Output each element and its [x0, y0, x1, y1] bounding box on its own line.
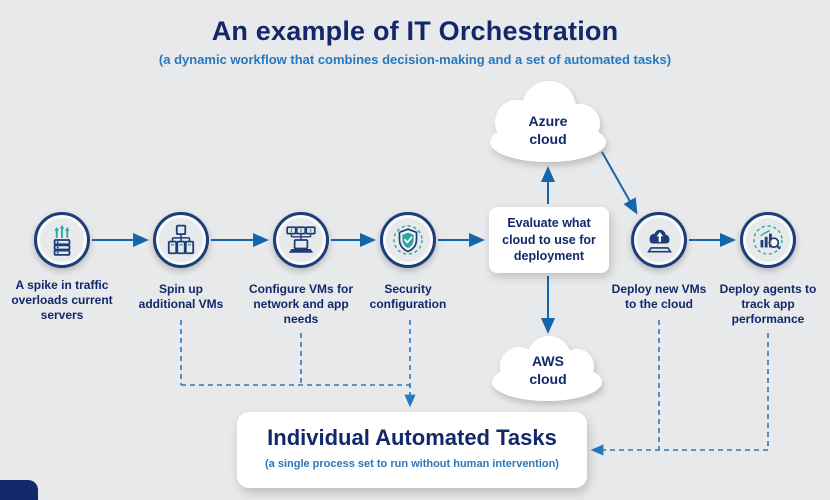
- agent-tracking-icon: [753, 225, 783, 255]
- azure-cloud-shape: [490, 81, 606, 162]
- step-label-spin-up-vms: Spin up additional VMs: [138, 282, 224, 311]
- network-config-icon: [286, 226, 316, 253]
- aws-cloud-label: AWS cloud: [529, 353, 567, 388]
- vm-tree-icon: [167, 224, 195, 255]
- page-subtitle: (a dynamic workflow that combines decisi…: [158, 52, 672, 67]
- decision-box: Evaluate what cloud to use for deploymen…: [489, 207, 609, 273]
- automated-tasks-box: Individual Automated Tasks (a single pro…: [237, 412, 587, 488]
- traffic-spike-icon: [53, 224, 71, 256]
- shield-check-icon: [393, 225, 423, 255]
- step-label-track-performance: Deploy agents to track app performance: [719, 282, 817, 326]
- corner-decoration: [0, 480, 38, 500]
- step-node-deploy-vms: [631, 212, 687, 268]
- page-title: An example of IT Orchestration: [211, 16, 619, 46]
- step-label-traffic-spike: A spike in traffic overloads current ser…: [11, 278, 113, 322]
- automated-tasks-subtitle: (a single process set to run without hum…: [265, 458, 559, 470]
- step-node-spin-up-vms: [153, 212, 209, 268]
- azure-cloud-label: Azure cloud: [528, 113, 568, 148]
- step-label-security: Security configuration: [369, 282, 447, 311]
- step-node-traffic-spike: [34, 212, 90, 268]
- step-node-security: [380, 212, 436, 268]
- step-node-configure-vms: [273, 212, 329, 268]
- arrow-azure-to-deploy: [601, 151, 638, 215]
- step-label-configure-vms: Configure VMs for network and app needs: [249, 282, 353, 326]
- cloud-upload-icon: [647, 229, 672, 253]
- automated-tasks-title: Individual Automated Tasks: [267, 425, 557, 450]
- aws-cloud-shape: [492, 336, 602, 401]
- step-node-track-performance: [740, 212, 796, 268]
- step-label-deploy-vms: Deploy new VMs to the cloud: [611, 282, 707, 311]
